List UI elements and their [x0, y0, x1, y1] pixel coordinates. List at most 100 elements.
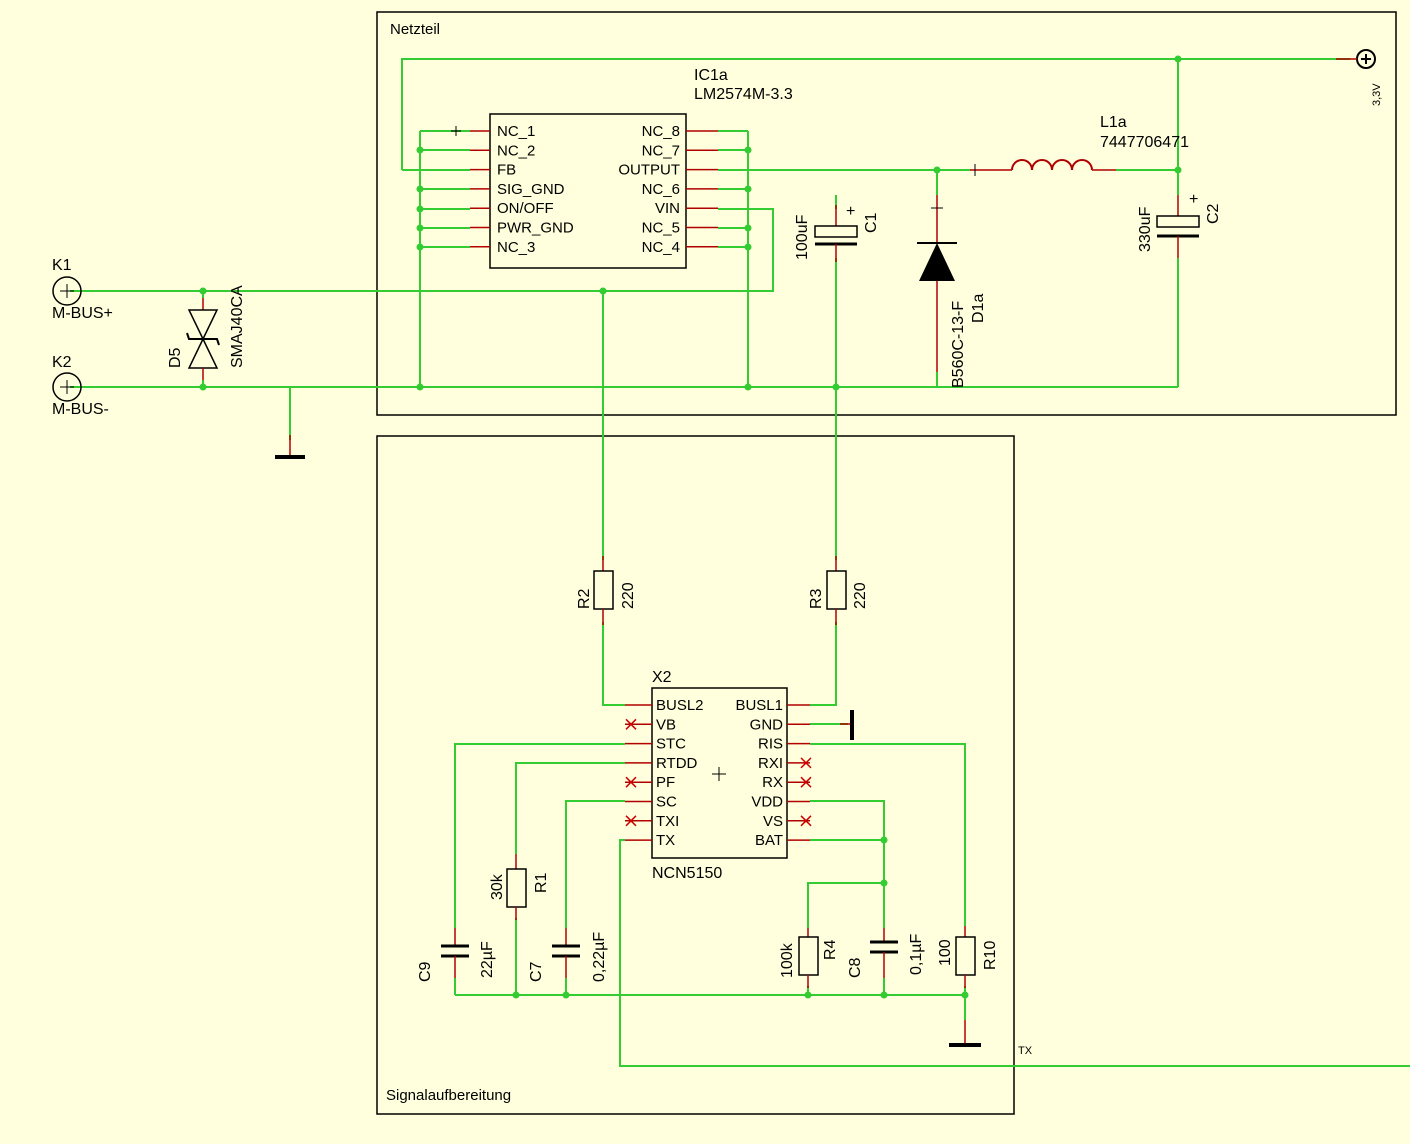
r10-value: 100: [937, 939, 954, 966]
x2-name: X2: [652, 669, 672, 686]
power-supply-frame: [376, 11, 1397, 416]
resistor-r10[interactable]: 100 R10: [937, 926, 999, 988]
tx-net-label: TX: [1018, 1045, 1033, 1057]
ground-symbol-1: [275, 435, 305, 459]
x2-right-pin-label: BUSL1: [735, 697, 783, 714]
no-connect-icon: [800, 815, 812, 827]
r1-name: R1: [533, 872, 550, 893]
x2-right-pin-label: GND: [750, 716, 784, 733]
ic1-name: IC1a: [694, 67, 728, 84]
capacitor-c9[interactable]: C9 22µF: [417, 928, 496, 982]
ic1-left-pin-label: PWR_GND: [497, 220, 574, 237]
x2-left-pin-label: SC: [656, 794, 677, 811]
c9-value: 22µF: [479, 941, 496, 978]
ground-symbol-2: [840, 710, 854, 740]
resistor-r2[interactable]: R2 220: [576, 556, 637, 625]
l1-name: L1a: [1100, 114, 1127, 131]
k1-name: K1: [52, 257, 72, 274]
wires-signal: [454, 622, 1410, 1067]
ic1-left-pin-label: NC_3: [497, 239, 535, 256]
signal-frame: [376, 435, 1015, 1115]
ic1-right-pin-label: OUTPUT: [618, 162, 680, 179]
r2-name: R2: [576, 588, 593, 609]
terminal-k1[interactable]: K1 M-BUS+: [52, 257, 113, 322]
capacitor-c1[interactable]: + 100uF C1: [794, 203, 880, 262]
terminal-k2[interactable]: K2 M-BUS-: [52, 354, 109, 418]
ic1-value: LM2574M-3.3: [694, 86, 793, 103]
x2-left-pin-label: TXI: [656, 813, 679, 830]
r4-value: 100k: [779, 942, 796, 978]
c2-name: C2: [1205, 203, 1222, 224]
ic1-right-pin-label: NC_5: [642, 220, 680, 237]
x2-left-pin-label: RTDD: [656, 755, 698, 772]
ground-symbol-3: [949, 1020, 981, 1047]
x2-right-pin-label: VS: [763, 813, 783, 830]
d1-name: D1a: [970, 294, 987, 323]
x2-right-pin-label: BAT: [755, 832, 783, 849]
svg-text:+: +: [1189, 191, 1198, 208]
ic1-right-pin-label: NC_6: [642, 181, 680, 198]
d5-name: D5: [167, 347, 184, 368]
ic1-right-pin-label: NC_4: [642, 239, 680, 256]
x2-right-pin-label: RX: [762, 774, 783, 791]
c7-value: 0,22µF: [591, 932, 608, 982]
resistor-r4[interactable]: 100k R4: [779, 928, 839, 988]
ic1-right-pin-label: NC_7: [642, 142, 680, 159]
ic1-left-pins: NC_1NC_2FB SIG_GND ON/OFF PWR_GND NC_3: [470, 123, 574, 256]
ic1-left-pin-label: NC_2: [497, 142, 535, 159]
x2-right-pin-label: VDD: [751, 794, 783, 811]
resistor-r3[interactable]: R3 220: [808, 556, 869, 625]
capacitor-c8[interactable]: C8 0,1µF: [847, 928, 925, 978]
no-connect-icon: [800, 776, 812, 788]
tvs-diode-d5[interactable]: D5 SMAJ40CA: [167, 285, 246, 380]
x2-left-pin-label: STC: [656, 736, 686, 753]
resistor-r1[interactable]: 30k R1: [489, 854, 550, 920]
inductor-l1[interactable]: L1a 7447706471: [970, 114, 1189, 176]
no-connect-icon: [625, 776, 637, 788]
junction-dots: [199, 55, 1182, 999]
supply-3v3[interactable]: 3,3V: [1336, 49, 1383, 106]
ic1-right-pin-label: VIN: [655, 200, 680, 217]
ic1-left-pin-label: NC_1: [497, 123, 535, 140]
x2-left-pin-label: PF: [656, 774, 675, 791]
k2-name: K2: [52, 354, 72, 371]
no-connect-icon: [800, 757, 812, 769]
signal-frame-label: Signalaufbereitung: [386, 1087, 511, 1104]
r10-name: R10: [982, 941, 999, 970]
k2-net: M-BUS-: [52, 401, 109, 418]
x2-right-pin-label: RXI: [758, 755, 783, 772]
no-connect-icon: [625, 718, 637, 730]
ic1-left-pin-label: ON/OFF: [497, 200, 554, 217]
diode-d1[interactable]: B560C-13-F D1a: [917, 195, 987, 388]
r3-name: R3: [808, 588, 825, 609]
x2-right-pin-label: RIS: [758, 736, 783, 753]
k1-net: M-BUS+: [52, 305, 113, 322]
x2-left-pin-label: TX: [656, 832, 675, 849]
power-supply-frame-label: Netzteil: [390, 21, 440, 38]
x2-left-pin-label: VB: [656, 716, 676, 733]
d1-value: B560C-13-F: [950, 301, 967, 388]
c8-name: C8: [847, 957, 864, 978]
c8-value: 0,1µF: [908, 934, 925, 975]
ic1-left-pin-label: FB: [497, 162, 516, 179]
d5-value: SMAJ40CA: [229, 285, 246, 368]
c9-name: C9: [417, 961, 434, 982]
c1-value: 100uF: [794, 214, 811, 260]
c2-value: 330uF: [1137, 206, 1154, 252]
svg-text:+: +: [846, 203, 855, 220]
r2-value: 220: [620, 582, 637, 609]
c1-name: C1: [863, 212, 880, 233]
c7-name: C7: [528, 961, 545, 982]
capacitor-c7[interactable]: C7 0,22µF: [528, 928, 608, 982]
no-connect-icon: [625, 815, 637, 827]
capacitor-c2[interactable]: + 330uF C2: [1137, 191, 1222, 258]
x2-value: NCN5150: [652, 865, 722, 882]
l1-value: 7447706471: [1100, 134, 1189, 151]
ic1-left-pin-label: SIG_GND: [497, 181, 565, 198]
supply-label: 3,3V: [1371, 83, 1383, 106]
